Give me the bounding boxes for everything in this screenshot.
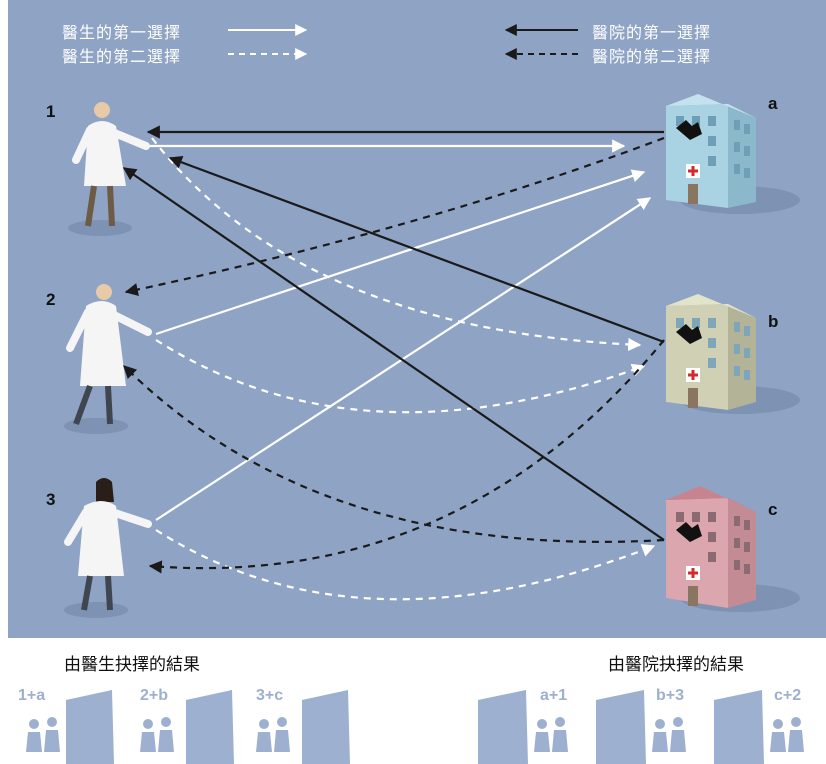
doctor-2-icon bbox=[64, 284, 152, 434]
hospital-pair-1: a+1 bbox=[540, 687, 568, 704]
doctor-2-label: 2 bbox=[46, 290, 56, 309]
doctor-3-label: 3 bbox=[46, 490, 56, 509]
doctor-3-icon bbox=[64, 478, 152, 618]
hospital-a-label: a bbox=[768, 94, 778, 113]
doctor-pair-2: 2+b bbox=[140, 687, 169, 704]
hospital-preference-arrows bbox=[122, 125, 665, 574]
legend-hospital-second: 醫院的第二選擇 bbox=[592, 47, 712, 66]
result-hospital-2-icon bbox=[596, 690, 686, 764]
doctor-result-title: 由醫生抉擇的結果 bbox=[64, 655, 200, 675]
hospital-c-icon bbox=[666, 486, 800, 612]
result-hospital-1-icon bbox=[478, 690, 568, 764]
doctor-preference-arrows bbox=[150, 137, 656, 601]
result-doctor-1-icon bbox=[26, 690, 114, 764]
doctor-1-label: 1 bbox=[46, 102, 56, 121]
doctor-pair-3: 3+c bbox=[256, 687, 284, 704]
hospital-c-label: c bbox=[768, 500, 778, 519]
legend-doctor-second: 醫生的第二選擇 bbox=[62, 47, 182, 66]
doctor-pair-1: 1+a bbox=[18, 687, 46, 704]
legend-hospital-first: 醫院的第一選擇 bbox=[592, 23, 712, 42]
hospital-pair-3: c+2 bbox=[774, 687, 802, 704]
hospital-pair-2: b+3 bbox=[656, 687, 685, 704]
result-hospital-3-icon bbox=[714, 690, 804, 764]
hospital-b-icon bbox=[666, 294, 800, 414]
legend-arrows bbox=[228, 24, 578, 60]
hospital-b-label: b bbox=[768, 312, 779, 331]
legend-doctor-first: 醫生的第一選擇 bbox=[62, 23, 182, 42]
hospital-a-icon bbox=[666, 94, 800, 214]
result-doctor-2-icon bbox=[140, 690, 234, 764]
result-icons bbox=[26, 690, 804, 764]
result-doctor-3-icon bbox=[256, 690, 350, 764]
doctor-1-icon bbox=[68, 102, 150, 236]
hospital-result-title: 由醫院抉擇的結果 bbox=[608, 655, 744, 675]
